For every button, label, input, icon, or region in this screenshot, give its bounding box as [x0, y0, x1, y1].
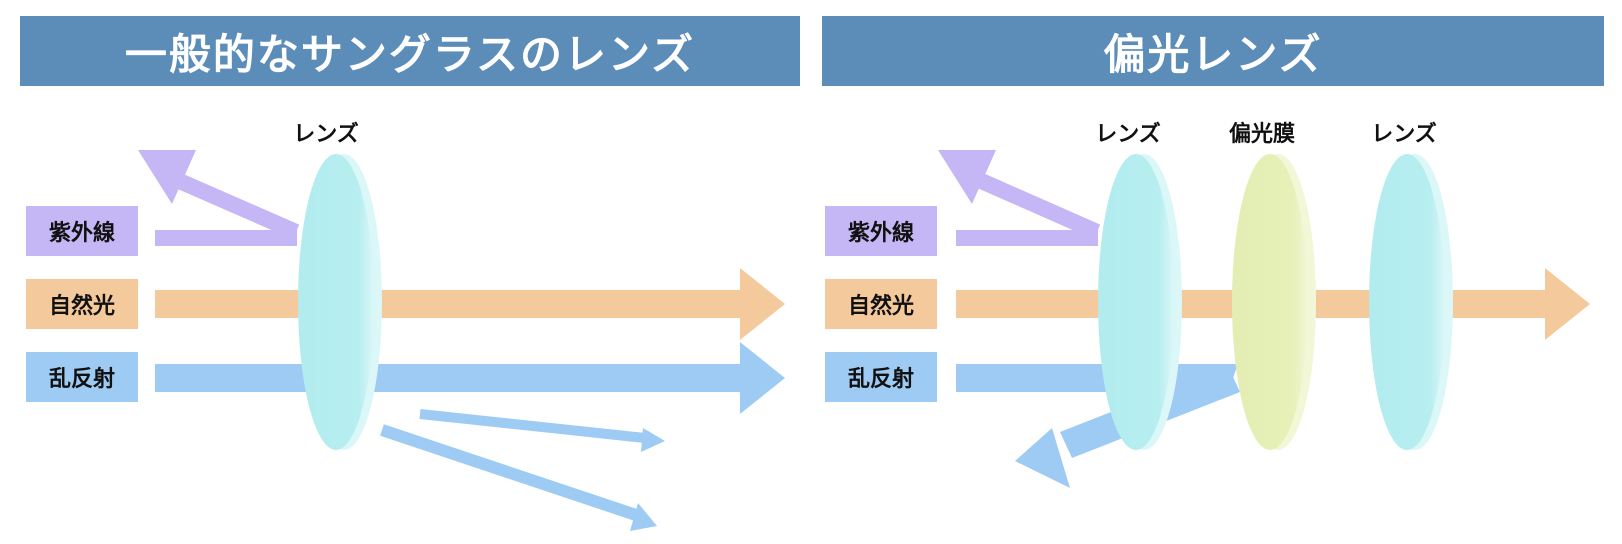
right-uv-reflected-head	[938, 150, 996, 204]
right-uv-incoming-arrow	[956, 230, 1098, 246]
left-lens-label: レンズ	[293, 122, 359, 147]
left-natural-head	[740, 268, 785, 340]
left-uv-reflected-head	[138, 150, 196, 204]
right-panel-title: 偏光レンズ	[822, 16, 1604, 86]
left-lens	[298, 154, 374, 450]
left-panel-title: 一般的なサングラスのレンズ	[20, 16, 800, 86]
left-glare-scatter-2	[380, 424, 638, 521]
left-uv-incoming-arrow	[155, 230, 297, 246]
right-tag-uv: 紫外線	[825, 206, 937, 256]
right-glare-reflected-head	[1015, 428, 1070, 488]
left-glare-scatter-1-head	[641, 428, 665, 452]
left-natural-shaft	[155, 290, 743, 318]
left-glare-scatter-1	[419, 409, 646, 443]
right-front-lens-label: レンズ	[1095, 122, 1161, 147]
left-tag-uv: 紫外線	[26, 206, 138, 256]
left-uv-reflected-shaft	[164, 168, 300, 240]
left-tag-glare: 乱反射	[26, 352, 138, 402]
right-back-lens-label: レンズ	[1371, 122, 1437, 147]
right-uv-reflected-shaft	[966, 168, 1101, 240]
right-front-lens	[1098, 154, 1174, 450]
left-glare-scatter-2-head	[630, 503, 657, 531]
left-tag-natural: 自然光	[26, 279, 138, 329]
left-glare-shaft	[155, 364, 743, 392]
right-tag-natural: 自然光	[825, 279, 937, 329]
right-natural-head	[1545, 268, 1590, 340]
right-tag-glare: 乱反射	[825, 352, 937, 402]
polarizing-film	[1232, 154, 1308, 450]
left-glare-head	[740, 342, 785, 414]
polarizing-film-label: 偏光膜	[1228, 122, 1296, 147]
right-back-lens	[1369, 154, 1445, 450]
